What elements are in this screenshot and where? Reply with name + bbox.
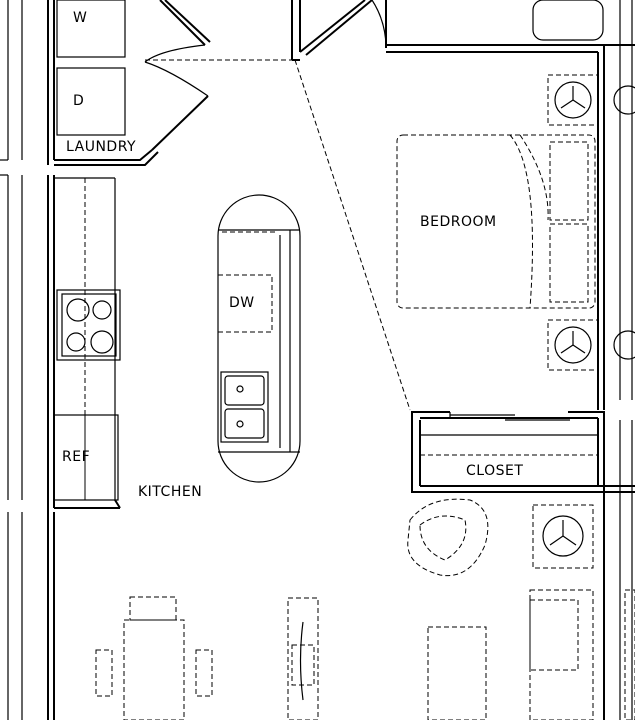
nightstand-bottom — [547, 319, 635, 371]
bed: BEDROOM — [396, 134, 596, 309]
kitchen-island: DW — [217, 194, 301, 483]
dishwasher-label: DW — [229, 295, 255, 311]
left-exterior-wall — [0, 0, 55, 720]
dryer-label: D — [73, 93, 84, 109]
washer — [56, 0, 126, 58]
coffee-table — [427, 626, 487, 720]
dishwasher — [217, 274, 273, 333]
laundry-room: W D LAUNDRY — [54, 0, 295, 166]
door-swing — [371, 0, 387, 46]
bedroom-walls — [291, 0, 635, 411]
door-swing — [144, 44, 206, 63]
sofa — [529, 589, 635, 720]
bedroom-label: BEDROOM — [420, 214, 497, 230]
stove — [56, 289, 121, 361]
kitchen-label: KITCHEN — [138, 484, 202, 500]
refrigerator: REF — [53, 414, 119, 501]
dryer — [56, 67, 126, 136]
dining-table — [95, 596, 213, 720]
washer-label: W — [73, 10, 87, 26]
sink — [220, 371, 269, 443]
closet-label: CLOSET — [466, 463, 523, 479]
door-swing — [144, 61, 209, 97]
console-table — [287, 597, 319, 720]
side-table — [532, 504, 594, 569]
nightstand-top — [547, 74, 635, 126]
refrigerator-label: REF — [62, 449, 90, 465]
lounge-chair — [407, 498, 489, 577]
laundry-label: LAUNDRY — [66, 139, 136, 155]
tub — [532, 0, 604, 41]
closet: CLOSET — [411, 411, 635, 720]
